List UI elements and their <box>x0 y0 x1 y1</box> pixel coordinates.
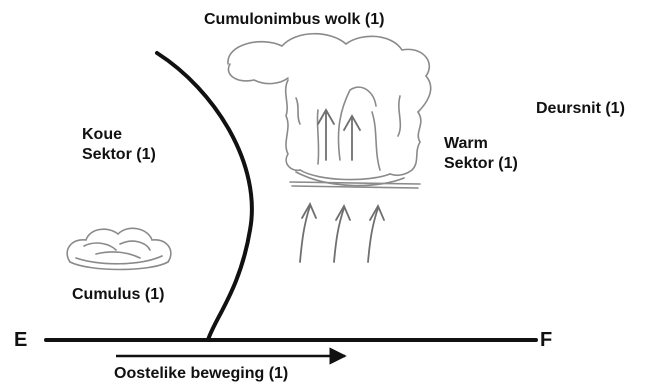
movement-label: Oostelike beweging (1) <box>114 364 288 384</box>
front-curve-icon <box>157 53 252 340</box>
cumulonimbus-cloud-icon <box>228 34 431 188</box>
cumulus-label: Cumulus (1) <box>72 285 164 305</box>
warm-line1: Warm <box>444 134 518 154</box>
warm-line2: Sektor (1) <box>444 154 518 174</box>
koue-line2: Sektor (1) <box>82 145 156 165</box>
cumulonimbus-label: Cumulonimbus wolk (1) <box>204 10 384 30</box>
point-f-label: F <box>540 328 552 353</box>
cumulus-cloud-icon <box>67 228 171 269</box>
updraft-arrows-icon <box>300 204 384 262</box>
point-e-label: E <box>14 328 27 353</box>
koue-line1: Koue <box>82 125 156 145</box>
koue-sektor-label: Koue Sektor (1) <box>82 125 156 165</box>
warm-sektor-label: Warm Sektor (1) <box>444 134 518 174</box>
deursnit-label: Deursnit (1) <box>536 99 625 119</box>
